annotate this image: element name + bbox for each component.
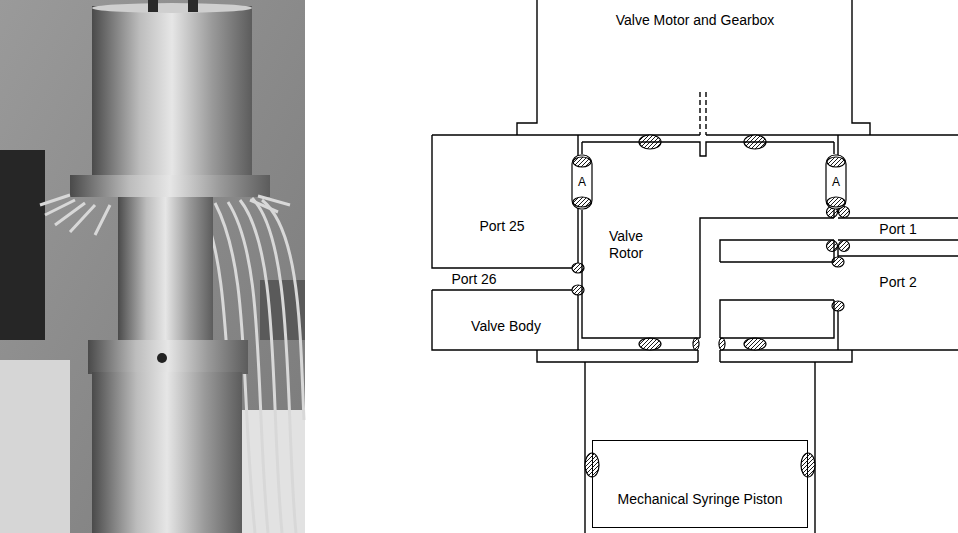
flange <box>70 175 270 197</box>
a-rings <box>572 155 846 209</box>
a-ring-seal <box>573 197 591 207</box>
o-ring-seal <box>639 338 661 350</box>
top-cylinder <box>92 6 252 178</box>
a-ring-seal <box>573 157 591 167</box>
o-ring-seal <box>693 338 699 350</box>
part-label: Valve Body <box>471 318 541 334</box>
seals <box>572 135 850 477</box>
seal-label: A <box>832 175 840 189</box>
port-label: Port 25 <box>479 218 524 234</box>
fitting <box>157 353 167 363</box>
port-label: Port 2 <box>879 274 916 290</box>
part-label: Valve Motor and Gearbox <box>616 12 775 28</box>
a-ring-seal <box>827 197 845 207</box>
white-box <box>0 360 70 533</box>
syringe-cylinder <box>92 372 242 533</box>
o-ring-seal <box>744 338 766 350</box>
port-label: Port 1 <box>879 221 916 237</box>
syringe-bore <box>585 362 815 533</box>
lower-flange <box>88 340 248 374</box>
node-label: Mechanical Syringe Piston <box>593 491 807 508</box>
part-label: Valve Motor and Gearbox <box>616 12 775 28</box>
monitor-edge <box>0 150 45 340</box>
a-ring-seal <box>827 157 845 167</box>
port-label: Port 26 <box>451 271 496 287</box>
syringe-piston: Mechanical Syringe Piston <box>592 440 808 528</box>
a-ring <box>826 155 846 209</box>
rotor-cavity <box>578 135 838 350</box>
valve-schematic <box>432 0 958 533</box>
port-label: Port 26 <box>451 271 496 287</box>
connector <box>148 0 158 12</box>
seal-label: A <box>578 174 586 190</box>
valve-body-outline <box>432 135 958 362</box>
o-ring-seal <box>839 241 850 252</box>
rotor-outline-path <box>582 142 834 338</box>
photo <box>0 0 305 533</box>
o-ring-seal <box>719 338 725 350</box>
valve-rotor: Valve Rotor <box>582 142 834 338</box>
piston-seal <box>801 453 815 477</box>
port-channels <box>838 218 958 256</box>
port-label: Port 2 <box>879 274 916 290</box>
tube <box>262 200 304 420</box>
top-cap <box>92 3 252 13</box>
port-label: Port 25 <box>479 218 524 234</box>
connector <box>188 0 198 12</box>
o-ring-seal <box>827 241 838 252</box>
node-label: Valve Rotor <box>594 228 658 262</box>
middle-cylinder <box>118 197 213 347</box>
motor-shaft <box>700 92 706 135</box>
port-label: Port 1 <box>879 221 916 237</box>
a-ring <box>572 155 592 209</box>
part-label: Valve Body <box>471 318 541 334</box>
seal-label: A <box>832 174 840 190</box>
motor-housing <box>517 0 870 135</box>
seal-label: A <box>578 175 586 189</box>
